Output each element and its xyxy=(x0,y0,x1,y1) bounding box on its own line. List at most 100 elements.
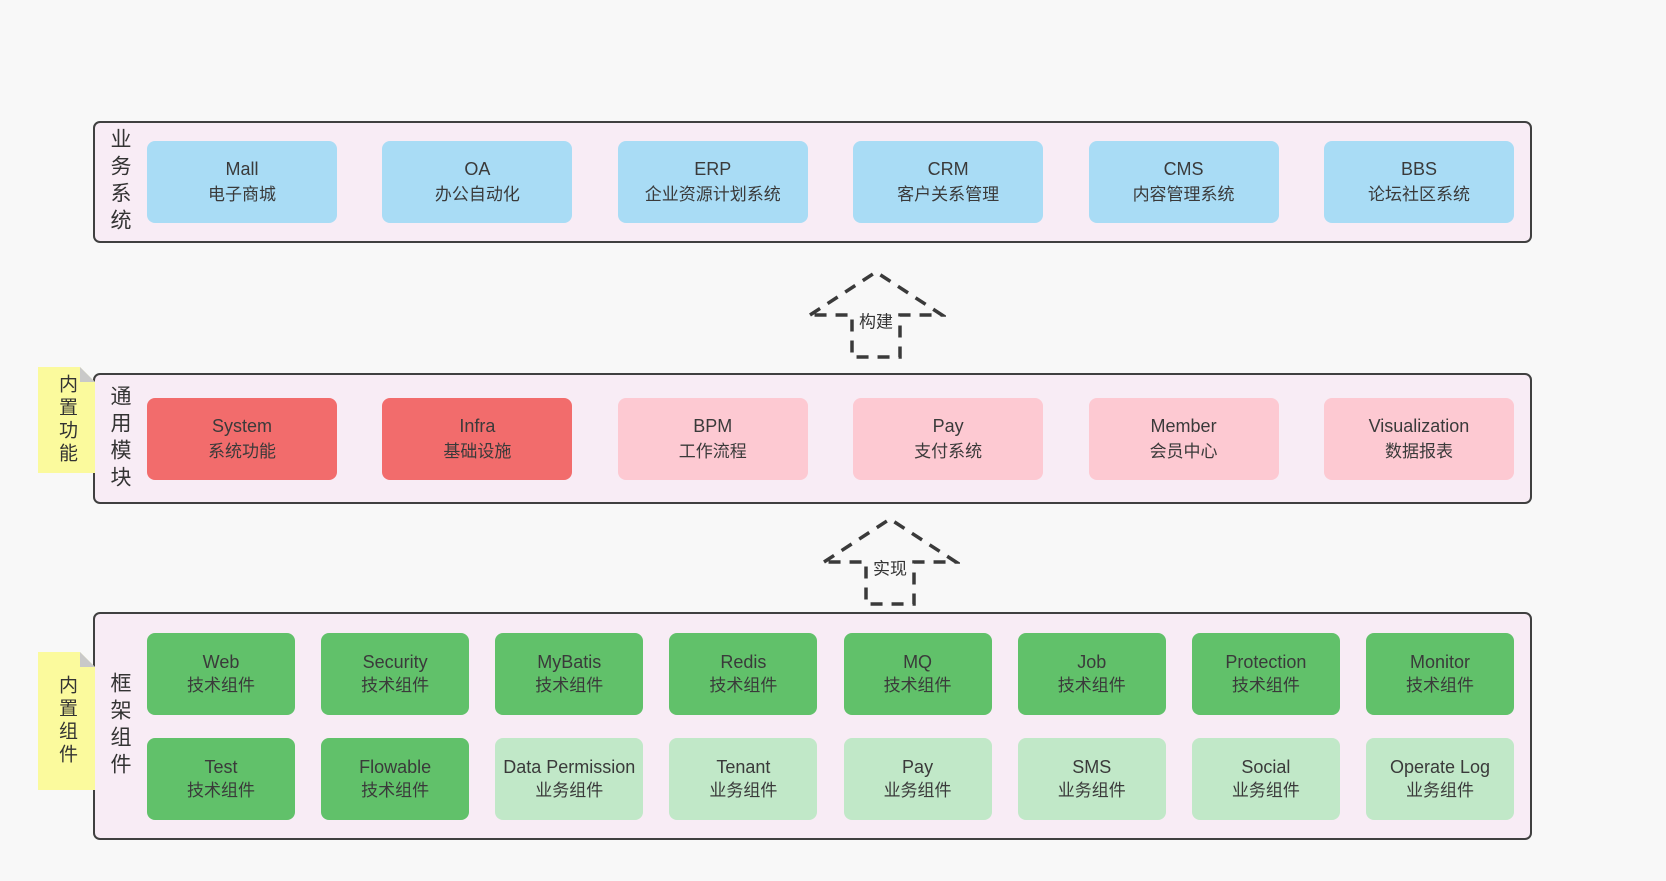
box-title: Protection xyxy=(1225,651,1307,672)
box-subtitle: 内容管理系统 xyxy=(1132,185,1235,204)
implement-arrow-label: 实现 xyxy=(870,554,910,580)
components-row-1: Web 技术组件 Security 技术组件 MyBatis 技术组件 Redi… xyxy=(147,632,1514,715)
box-subtitle: 业务组件 xyxy=(1405,780,1474,800)
box-title: Test xyxy=(204,756,238,777)
box-social: Social 业务组件 xyxy=(1191,737,1340,820)
box-bbs: BBS 论坛社区系统 xyxy=(1323,141,1514,223)
box-mall: Mall 电子商城 xyxy=(147,141,337,223)
box-subtitle: 技术组件 xyxy=(1405,675,1474,695)
build-arrow: 构建 xyxy=(806,268,946,360)
box-operate-log: Operate Log 业务组件 xyxy=(1365,737,1514,820)
box-subtitle: 基础设施 xyxy=(443,441,512,461)
box-subtitle: 技术组件 xyxy=(535,675,604,695)
implement-arrow: 实现 xyxy=(820,515,960,607)
box-infra: Infra 基础设施 xyxy=(382,397,573,480)
box-subtitle: 技术组件 xyxy=(1057,675,1126,695)
box-oa: OA 办公自动化 xyxy=(382,141,573,223)
box-crm: CRM 客户关系管理 xyxy=(853,141,1044,223)
box-title: SMS xyxy=(1072,756,1112,777)
sticky-note-built-in-components: 内置组件 xyxy=(38,652,95,790)
box-subtitle: 电子商城 xyxy=(208,185,276,204)
box-title: Pay xyxy=(932,415,964,436)
box-cms: CMS 内容管理系统 xyxy=(1088,141,1279,223)
box-title: Member xyxy=(1150,415,1217,436)
box-title: OA xyxy=(464,159,491,179)
box-title: MyBatis xyxy=(537,651,602,672)
box-title: BPM xyxy=(693,415,733,436)
components-band-content: Web 技术组件 Security 技术组件 MyBatis 技术组件 Redi… xyxy=(143,614,1530,838)
box-subtitle: 业务组件 xyxy=(1057,780,1126,800)
box-title: Monitor xyxy=(1409,651,1470,672)
framework-components-band: 框架组件 Web 技术组件 Security 技术组件 MyBatis 技术组件… xyxy=(93,612,1532,840)
common-modules-band: 通用模块 System 系统功能 Infra 基础设施 BPM 工作流程 Pay… xyxy=(93,373,1532,504)
box-subtitle: 技术组件 xyxy=(187,675,255,695)
business-band-content: Mall 电子商城 OA 办公自动化 ERP 企业资源计划系统 CRM 客户关系… xyxy=(143,123,1530,241)
box-subtitle: 支付系统 xyxy=(914,441,983,461)
box-subtitle: 工作流程 xyxy=(678,441,747,461)
box-redis: Redis 技术组件 xyxy=(669,632,818,715)
box-title: Data Permission xyxy=(503,756,636,777)
box-title: MQ xyxy=(903,651,933,672)
box-mq: MQ 技术组件 xyxy=(843,632,992,715)
box-subtitle: 技术组件 xyxy=(361,675,430,695)
box-title: Visualization xyxy=(1368,415,1470,436)
box-web: Web 技术组件 xyxy=(147,632,295,715)
box-subtitle: 业务组件 xyxy=(535,780,604,800)
box-security: Security 技术组件 xyxy=(321,632,470,715)
box-test: Test 技术组件 xyxy=(147,737,295,820)
box-title: Pay xyxy=(902,756,934,777)
box-visualization: Visualization 数据报表 xyxy=(1323,397,1514,480)
box-subtitle: 业务组件 xyxy=(709,780,778,800)
box-tenant: Tenant 业务组件 xyxy=(669,737,818,820)
sticky-note-built-in-features: 内置功能 xyxy=(38,367,95,473)
band-label-modules: 通用模块 xyxy=(108,384,131,493)
box-subtitle: 论坛社区系统 xyxy=(1367,185,1470,204)
box-data-permission: Data Permission 业务组件 xyxy=(495,737,644,820)
band-label-components: 框架组件 xyxy=(108,672,131,780)
box-title: CRM xyxy=(927,159,969,179)
box-bpm: BPM 工作流程 xyxy=(617,397,808,480)
box-title: BBS xyxy=(1400,159,1437,179)
box-subtitle: 技术组件 xyxy=(361,780,430,800)
box-title: ERP xyxy=(694,159,732,179)
box-mybatis: MyBatis 技术组件 xyxy=(495,632,644,715)
box-sms: SMS 业务组件 xyxy=(1017,737,1166,820)
business-systems-band: 业务系统 Mall 电子商城 OA 办公自动化 ERP 企业资源计划系统 CRM… xyxy=(93,121,1532,243)
box-title: Security xyxy=(362,651,428,672)
box-subtitle: 企业资源计划系统 xyxy=(644,185,781,204)
up-arrow-icon xyxy=(820,516,960,606)
box-subtitle: 技术组件 xyxy=(709,675,778,695)
box-pay-biz: Pay 业务组件 xyxy=(843,737,992,820)
band-label-business: 业务系统 xyxy=(108,128,131,236)
components-row-2: Test 技术组件 Flowable 技术组件 Data Permission … xyxy=(147,737,1514,820)
modules-band-content: System 系统功能 Infra 基础设施 BPM 工作流程 Pay 支付系统… xyxy=(143,375,1530,502)
box-title: Operate Log xyxy=(1389,756,1491,777)
box-subtitle: 办公自动化 xyxy=(434,185,520,204)
box-title: Redis xyxy=(720,651,767,672)
up-arrow-icon xyxy=(806,269,946,359)
box-member: Member 会员中心 xyxy=(1088,397,1279,480)
box-pay: Pay 支付系统 xyxy=(853,397,1044,480)
box-title: Mall xyxy=(225,159,259,179)
box-subtitle: 技术组件 xyxy=(883,675,952,695)
box-title: Job xyxy=(1077,651,1107,672)
box-title: CMS xyxy=(1163,159,1204,179)
box-flowable: Flowable 技术组件 xyxy=(321,737,470,820)
build-arrow-label: 构建 xyxy=(856,307,896,333)
box-subtitle: 业务组件 xyxy=(1231,780,1300,800)
box-system: System 系统功能 xyxy=(147,397,337,480)
box-subtitle: 客户关系管理 xyxy=(897,185,1000,204)
box-title: Web xyxy=(202,651,240,672)
box-subtitle: 会员中心 xyxy=(1149,441,1218,461)
box-subtitle: 技术组件 xyxy=(1231,675,1300,695)
box-title: Tenant xyxy=(716,756,771,777)
box-erp: ERP 企业资源计划系统 xyxy=(617,141,808,223)
box-title: Social xyxy=(1241,756,1291,777)
box-title: Infra xyxy=(459,415,496,436)
box-monitor: Monitor 技术组件 xyxy=(1365,632,1514,715)
box-subtitle: 数据报表 xyxy=(1384,441,1453,461)
box-subtitle: 系统功能 xyxy=(208,441,276,461)
box-subtitle: 技术组件 xyxy=(187,780,255,800)
box-job: Job 技术组件 xyxy=(1017,632,1166,715)
box-protection: Protection 技术组件 xyxy=(1191,632,1340,715)
